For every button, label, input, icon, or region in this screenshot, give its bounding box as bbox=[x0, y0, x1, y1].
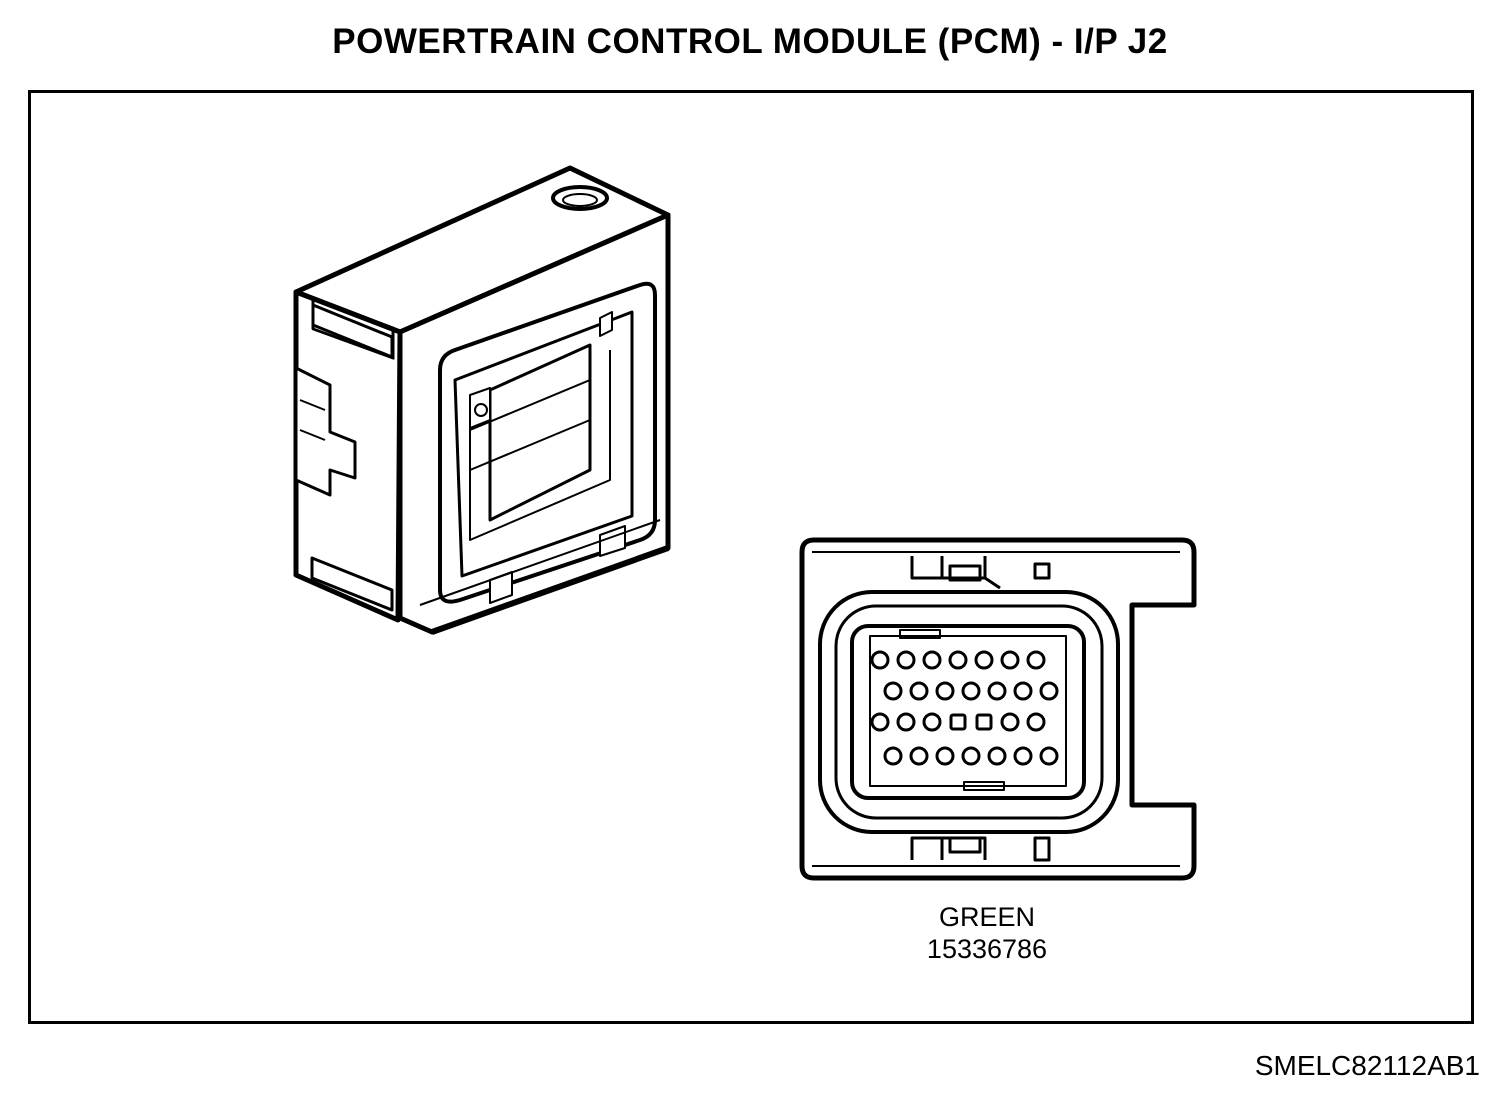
terminal-cavity bbox=[909, 746, 929, 766]
terminal-cavity bbox=[948, 650, 968, 670]
terminal-cavity bbox=[987, 681, 1007, 701]
terminal-cavity bbox=[1013, 746, 1033, 766]
terminal-cavities bbox=[870, 650, 1059, 766]
terminal-cavity bbox=[1026, 650, 1046, 670]
seal-outer bbox=[818, 590, 1120, 834]
terminal-cavity bbox=[949, 713, 967, 731]
terminal-cavity bbox=[1039, 746, 1059, 766]
terminal-cavity bbox=[975, 713, 993, 731]
terminal-cavity bbox=[961, 746, 981, 766]
seal-inner bbox=[834, 604, 1104, 820]
terminal-cavity bbox=[883, 681, 903, 701]
diagram-title: POWERTRAIN CONTROL MODULE (PCM) - I/P J2 bbox=[332, 22, 1168, 61]
diagram-frame bbox=[28, 90, 1474, 1024]
terminal-cavity bbox=[961, 681, 981, 701]
figure-id: SMELC82112AB1 bbox=[1254, 1050, 1480, 1081]
connector-part-number: 15336786 bbox=[926, 934, 1048, 964]
top-notch bbox=[910, 556, 1001, 590]
terminal-cavity bbox=[1000, 712, 1020, 732]
terminal-cavity bbox=[1000, 650, 1020, 670]
terminal-cavity bbox=[870, 712, 890, 732]
connector-color-label: GREEN bbox=[938, 902, 1036, 932]
connector-front-view bbox=[799, 537, 1197, 881]
terminal-cavity bbox=[870, 650, 890, 670]
terminal-cavity bbox=[883, 746, 903, 766]
front-seal-inner bbox=[453, 310, 634, 578]
terminal-cavity bbox=[974, 650, 994, 670]
connector-isometric-view bbox=[293, 165, 671, 635]
terminal-cavity bbox=[896, 712, 916, 732]
latch-clip-top bbox=[599, 311, 613, 337]
terminal-cavity bbox=[896, 650, 916, 670]
terminal-cavity bbox=[1026, 712, 1046, 732]
terminal-cavity bbox=[922, 650, 942, 670]
terminal-cavity bbox=[909, 681, 929, 701]
inner-cavity bbox=[488, 343, 592, 522]
terminal-cavity bbox=[1013, 681, 1033, 701]
terminal-block bbox=[850, 624, 1086, 800]
terminal-cavity bbox=[935, 681, 955, 701]
front-seal-outer bbox=[438, 281, 657, 604]
side-latch bbox=[294, 366, 357, 497]
terminal-cavity bbox=[987, 746, 1007, 766]
terminal-cavity bbox=[1039, 681, 1059, 701]
terminal-cavity bbox=[935, 746, 955, 766]
terminal-cavity bbox=[922, 712, 942, 732]
